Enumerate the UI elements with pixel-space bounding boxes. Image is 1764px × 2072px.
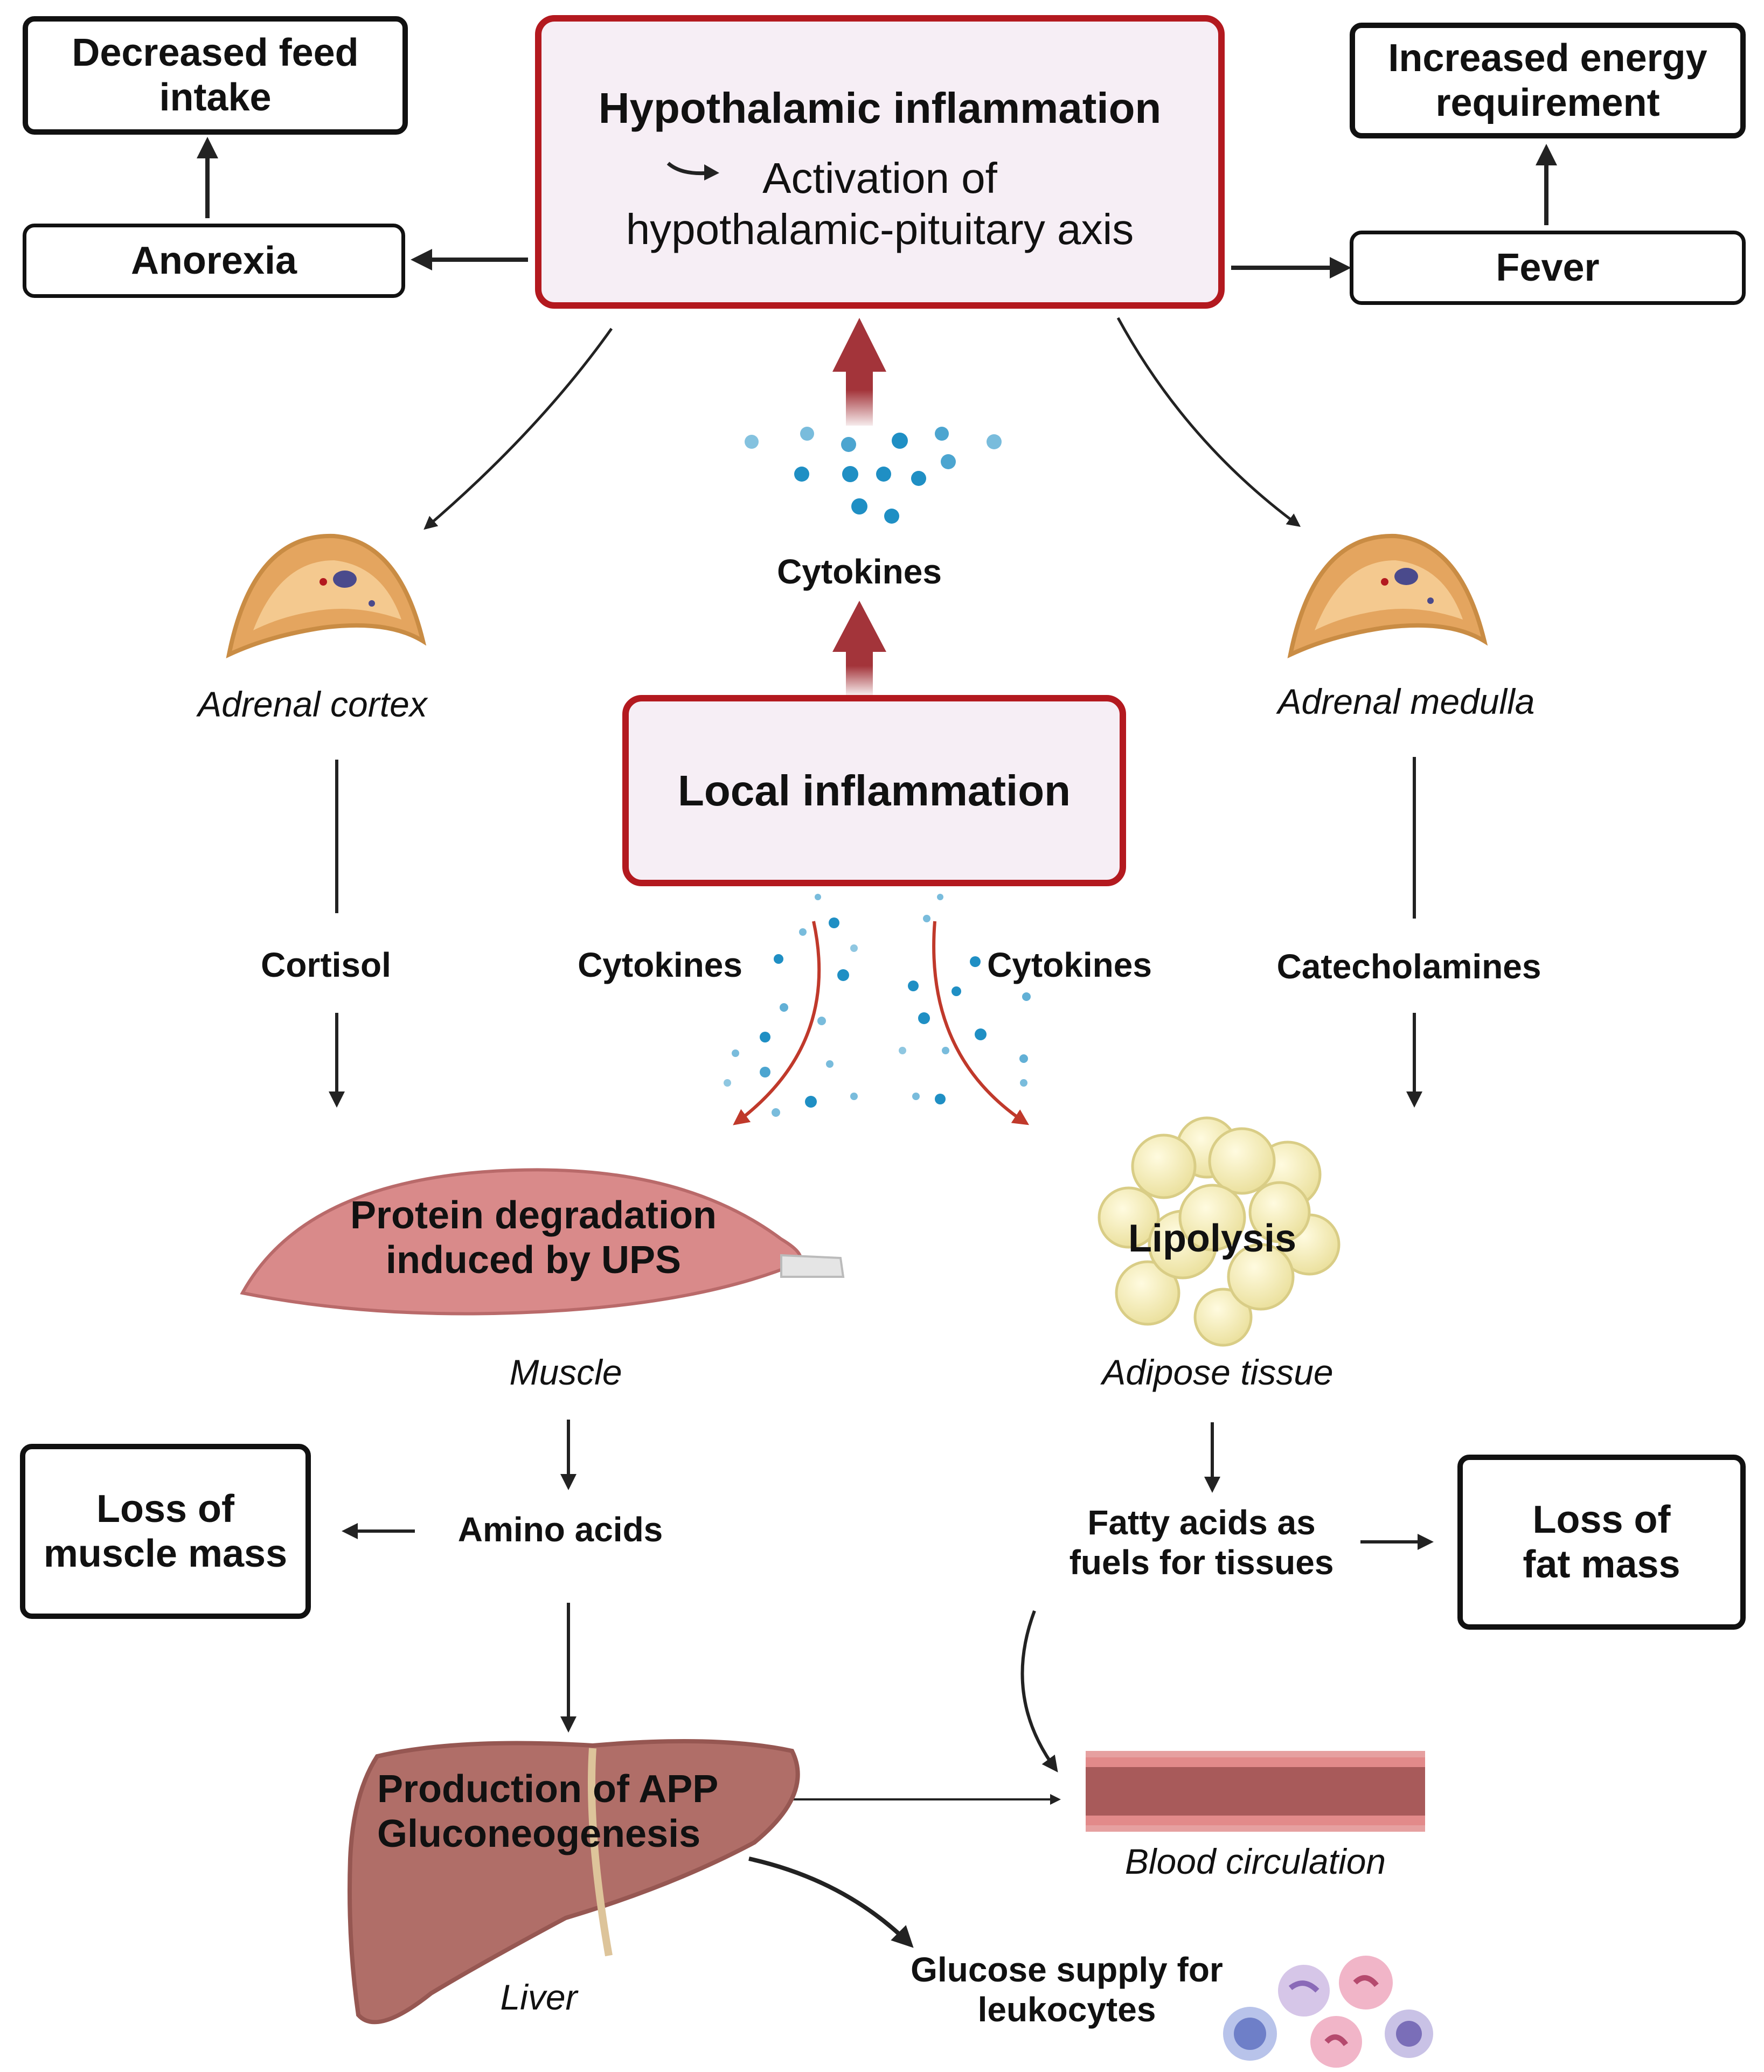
adrenal-medulla-label: Adrenal medulla [1277,682,1535,721]
protein-line2: induced by UPS [385,1238,682,1282]
fatty-line2: fuels for tissues [1069,1542,1334,1582]
increased-energy-line1: Increased energy [1388,36,1707,80]
adipose-label: Adipose tissue [1102,1352,1334,1392]
adrenal-cortex-icon [226,533,427,658]
muscle-icon [240,1168,845,1316]
cytokines-left-label: Cytokines [578,945,742,984]
red-arrow-upper [832,318,886,426]
increased-energy-line2: requirement [1435,81,1660,124]
hypothalamic-title: Hypothalamic inflammation [598,84,1162,132]
fatty-acids-label: Fatty acids as fuels for tissues [1013,1503,1390,1582]
catecholamines-label: Catecholamines [1276,947,1541,986]
loss-fat-line1: Loss of [1532,1498,1671,1541]
muscle-label: Muscle [509,1352,622,1392]
blood-circulation-label: Blood circulation [1124,1841,1386,1881]
red-arrow-cytokines-left [733,921,821,1125]
red-arrow-lower [832,601,886,695]
leukocytes-icon [1223,1956,1433,2068]
hpa-line1: Activation of [762,154,997,202]
cortisol-label: Cortisol [261,945,391,984]
cytokine-dots-lower [724,876,1031,1117]
cytokines-center-label: Cytokines [777,552,942,591]
app-line1: Production of APP [377,1768,719,1811]
app-label: Production of APP Gluconeogenesis [377,1767,733,1857]
arrow-to-adrenal-cortex [423,328,613,530]
decreased-feed-line2: intake [159,76,272,119]
liver-label: Liver [500,1977,578,2017]
fever-label: Fever [1496,246,1600,289]
adipose-icon [1098,1116,1341,1347]
decreased-feed-line1: Decreased feed [72,31,359,75]
lipolysis-label: Lipolysis [1128,1217,1297,1260]
fatty-line1: Fatty acids as [1087,1503,1316,1542]
arrow-fatty-to-blood [1020,1610,1058,1772]
hpa-arrow-icon [666,162,719,180]
liver-icon [348,1739,800,2025]
local-inflammation-box: Local inflammation [622,695,1126,886]
adrenal-cortex-label: Adrenal cortex [198,684,427,724]
hpa-line2: hypothalamic-pituitary axis [626,205,1134,253]
fever-box: Fever [1350,231,1746,305]
cytokines-right-label: Cytokines [987,945,1152,984]
hypothalamic-inflammation-box: Hypothalamic inflammation Activation of … [535,15,1225,309]
adrenal-medulla-icon [1287,533,1488,658]
blood-vessel-icon [1086,1751,1425,1832]
red-arrow-cytokines-right [932,921,1030,1125]
glucose-line1: Glucose supply for [911,1950,1223,1989]
loss-muscle-line1: Loss of [96,1487,234,1531]
anorexia-label: Anorexia [130,239,297,282]
protein-line1: Protein degradation [350,1194,717,1237]
local-inflammation-label: Local inflammation [678,766,1071,815]
glucose-line2: leukocytes [977,1990,1156,2029]
amino-acids-label: Amino acids [457,1510,663,1549]
app-line2: Gluconeogenesis [377,1812,701,1855]
glucose-supply-label: Glucose supply for leukocytes [894,1950,1239,2029]
arrow-liver-to-leukocytes [748,1857,914,1948]
anorexia-box: Anorexia [23,224,405,298]
protein-degradation-label: Protein degradation induced by UPS [318,1193,749,1283]
arrow-to-adrenal-medulla [1116,317,1301,527]
loss-muscle-line2: muscle mass [43,1532,288,1575]
loss-fat-line2: fat mass [1523,1542,1680,1586]
cytokine-dots-upper [745,427,1002,524]
